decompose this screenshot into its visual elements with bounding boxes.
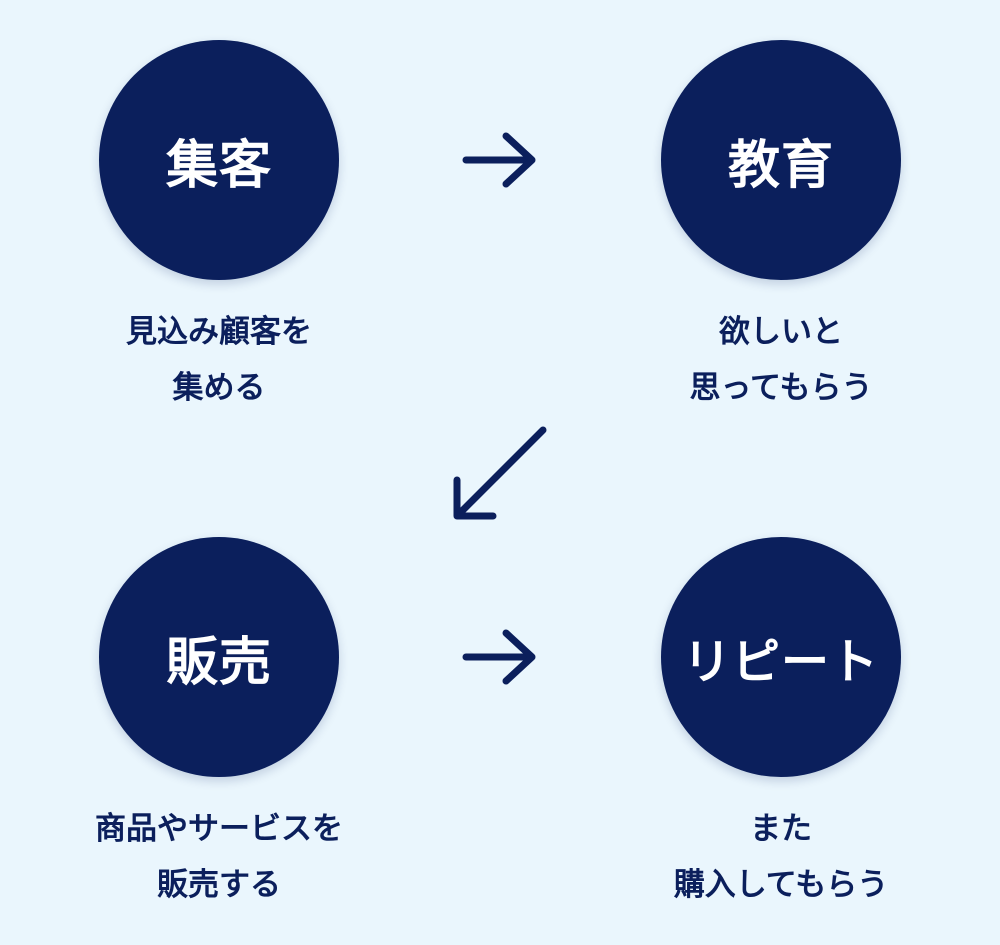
step-caption-sales: 商品やサービスを 販売する — [39, 801, 399, 913]
caption-line: 欲しいと — [719, 314, 843, 350]
step-title: リピート — [682, 634, 879, 690]
step-title: 教育 — [727, 135, 834, 196]
caption-line: 商品やサービスを — [95, 811, 343, 847]
arrow-right-icon — [462, 629, 536, 685]
caption-line: 集める — [172, 370, 266, 406]
step-caption-repeat: また 購入してもらう — [601, 801, 961, 913]
caption-line: 思ってもらう — [689, 370, 873, 406]
caption-line: また — [750, 811, 812, 847]
step-title: 集客 — [165, 135, 272, 196]
step-circle-acquisition: 集客 — [99, 40, 339, 280]
step-circle-education: 教育 — [661, 40, 901, 280]
arrow-right-icon — [462, 132, 536, 188]
caption-line: 購入してもらう — [673, 867, 889, 903]
step-circle-repeat: リピート — [661, 537, 901, 777]
arrow-down-left-icon — [453, 426, 547, 520]
step-title: 販売 — [165, 632, 272, 693]
step-caption-acquisition: 見込み顧客を 集める — [39, 304, 399, 416]
step-caption-education: 欲しいと 思ってもらう — [601, 304, 961, 416]
step-circle-sales: 販売 — [99, 537, 339, 777]
caption-line: 見込み顧客を — [126, 314, 312, 350]
caption-line: 販売する — [157, 867, 281, 903]
